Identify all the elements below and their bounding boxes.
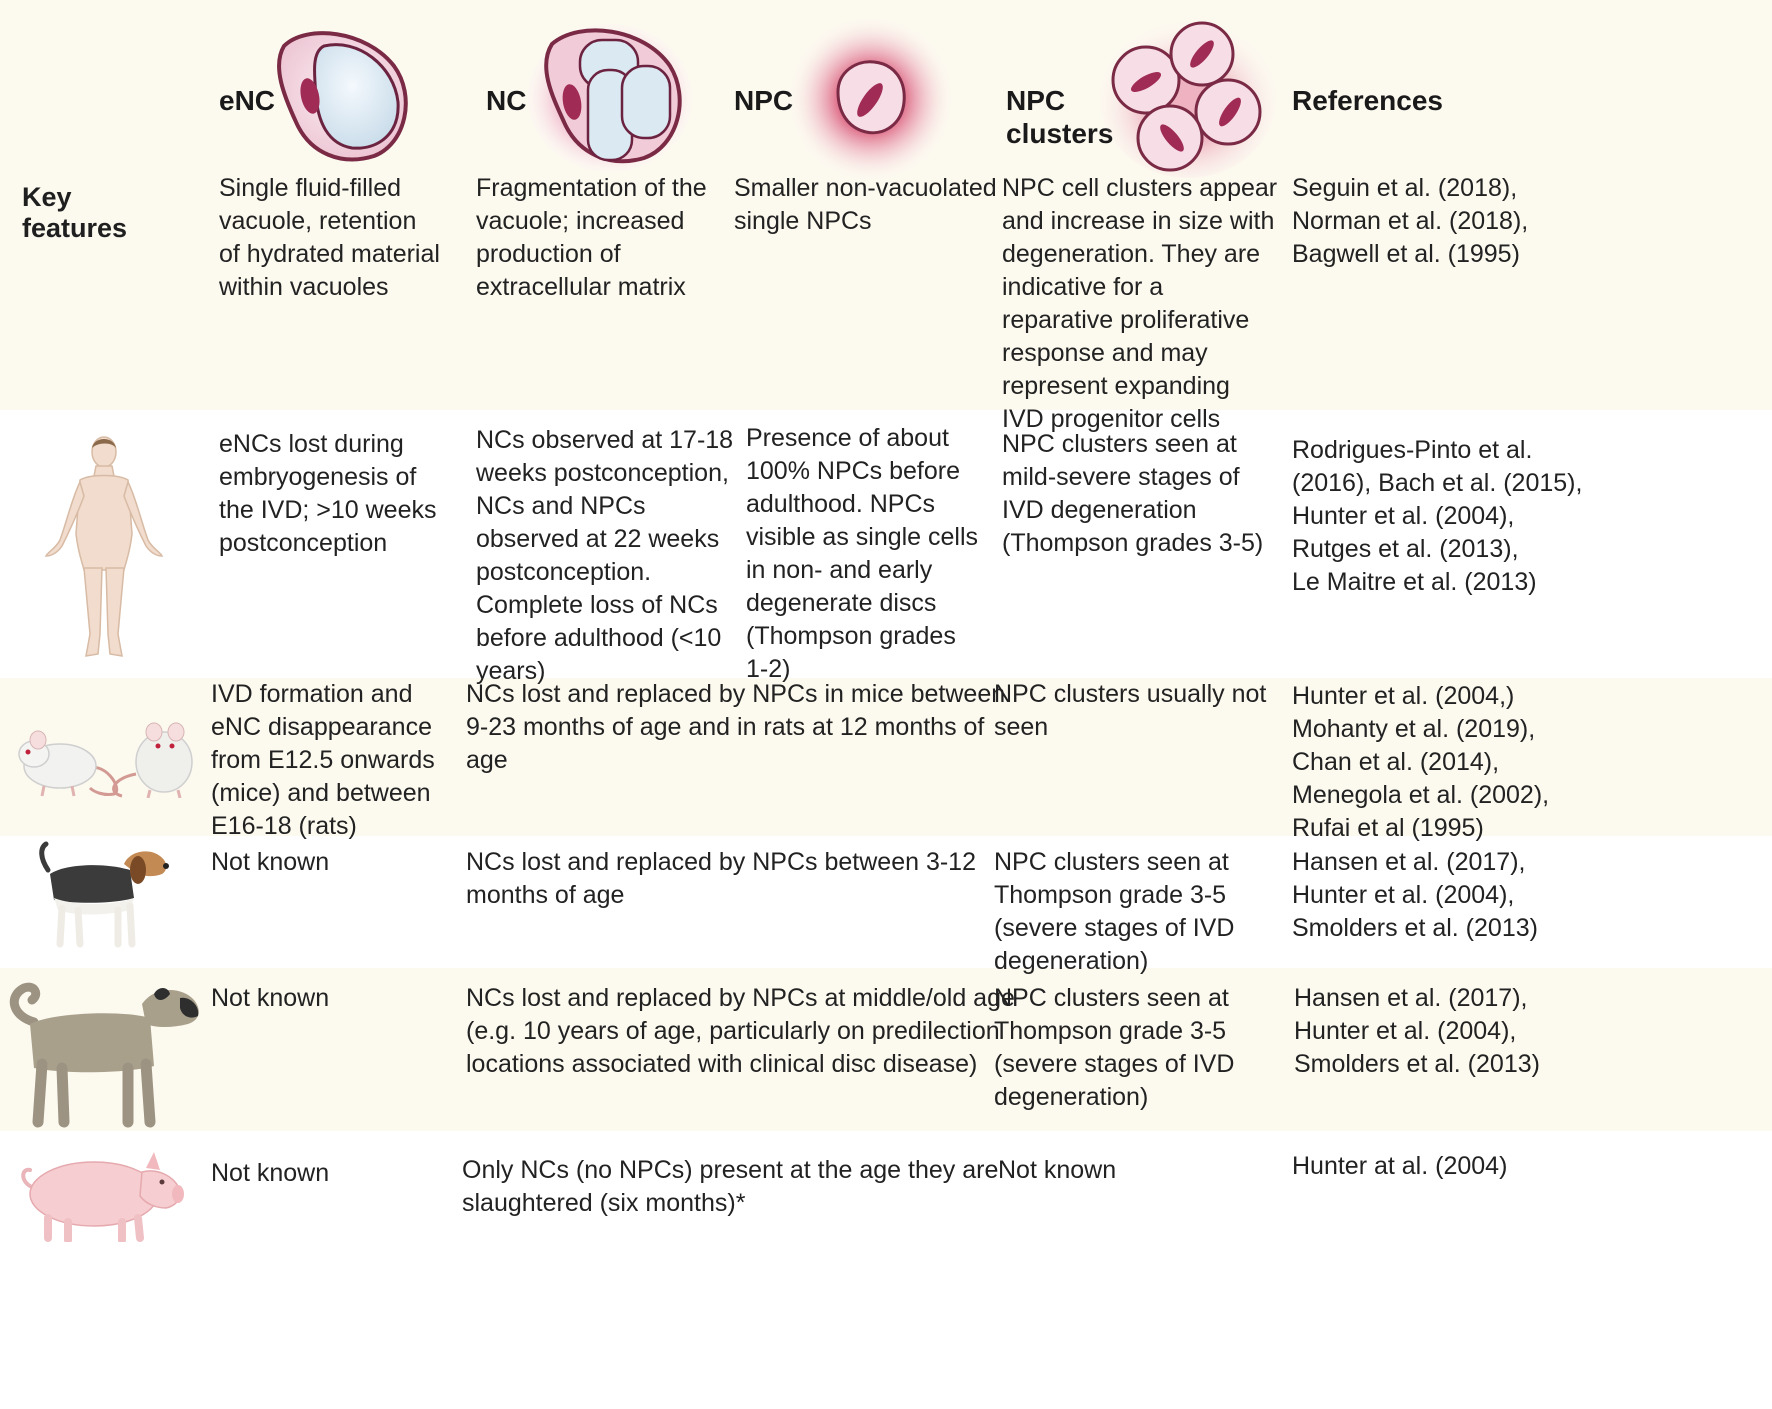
large-dog-references: Hansen et al. (2017), Hunter et al. (200… xyxy=(1294,984,1540,1078)
human-figure-icon xyxy=(44,436,164,657)
pig-icon xyxy=(21,1152,184,1242)
large-dog-icon xyxy=(9,982,199,1128)
header-nc: NC xyxy=(486,85,527,116)
key-features-npc-clusters: NPC cell clusters appear and increase in… xyxy=(1002,174,1278,433)
rodent-nc-npc: NCs lost and replaced by NPCs in mice be… xyxy=(466,680,1006,774)
header-npc: NPC xyxy=(734,85,794,116)
band-large-dog xyxy=(0,968,1772,1131)
key-features-enc: Single fluid-filled vacuole, retention o… xyxy=(219,174,440,301)
pig-npc-clusters: Not known xyxy=(998,1156,1117,1184)
beagle-npc-clusters: NPC clusters seen at Thompson grade 3-5 … xyxy=(994,848,1235,975)
pig-nc-npc: Only NCs (no NPCs) present at the age th… xyxy=(462,1156,999,1217)
human-nc: NCs observed at 17-18 weeks postconcepti… xyxy=(476,426,734,685)
pig-enc: Not known xyxy=(211,1159,330,1187)
key-features-npc: Smaller non-vacuolated single NPCs xyxy=(734,174,997,235)
mouse-and-rat-icon xyxy=(18,722,193,798)
beagle-nc-npc: NCs lost and replaced by NPCs between 3-… xyxy=(466,848,976,909)
enc-cell-illustration xyxy=(277,31,408,162)
beagle-dog-icon xyxy=(39,841,169,948)
header-enc: eNC xyxy=(219,85,276,116)
human-enc: eNCs lost during embryogenesis of the IV… xyxy=(219,430,437,557)
row-label-key-features: Key features xyxy=(22,182,128,243)
rodent-npc-clusters: NPC clusters usually not seen xyxy=(994,680,1267,741)
header-references: References xyxy=(1292,85,1443,116)
large-dog-enc: Not known xyxy=(211,984,330,1012)
header-npc-clusters: NPC clusters xyxy=(1006,85,1114,149)
key-features-references: Seguin et al. (2018), Norman et al. (201… xyxy=(1292,174,1529,268)
human-npc: Presence of about 100% NPCs before adult… xyxy=(746,424,979,683)
npc-cell-illustration xyxy=(787,15,955,183)
rodent-references: Hunter et al. (2004,) Mohanty et al. (20… xyxy=(1292,682,1550,842)
rodent-enc: IVD formation and eNC disappearance from… xyxy=(211,680,435,840)
beagle-references: Hansen et al. (2017), Hunter et al. (200… xyxy=(1292,848,1538,942)
large-dog-npc-clusters: NPC clusters seen at Thompson grade 3-5 … xyxy=(994,984,1235,1111)
band-rodent xyxy=(0,678,1772,836)
beagle-enc: Not known xyxy=(211,848,330,876)
large-dog-nc-npc: NCs lost and replaced by NPCs at middle/… xyxy=(466,984,1015,1078)
pig-references: Hunter at al. (2004) xyxy=(1292,1152,1508,1180)
human-references: Rodrigues-Pinto et al. (2016), Bach et a… xyxy=(1292,436,1583,596)
human-npc-clusters: NPC clusters seen at mild-severe stages … xyxy=(1002,430,1264,557)
npc-clusters-illustration xyxy=(1100,18,1276,178)
nc-cell-illustration xyxy=(528,24,692,172)
key-features-nc: Fragmentation of the vacuole; increased … xyxy=(476,174,707,301)
